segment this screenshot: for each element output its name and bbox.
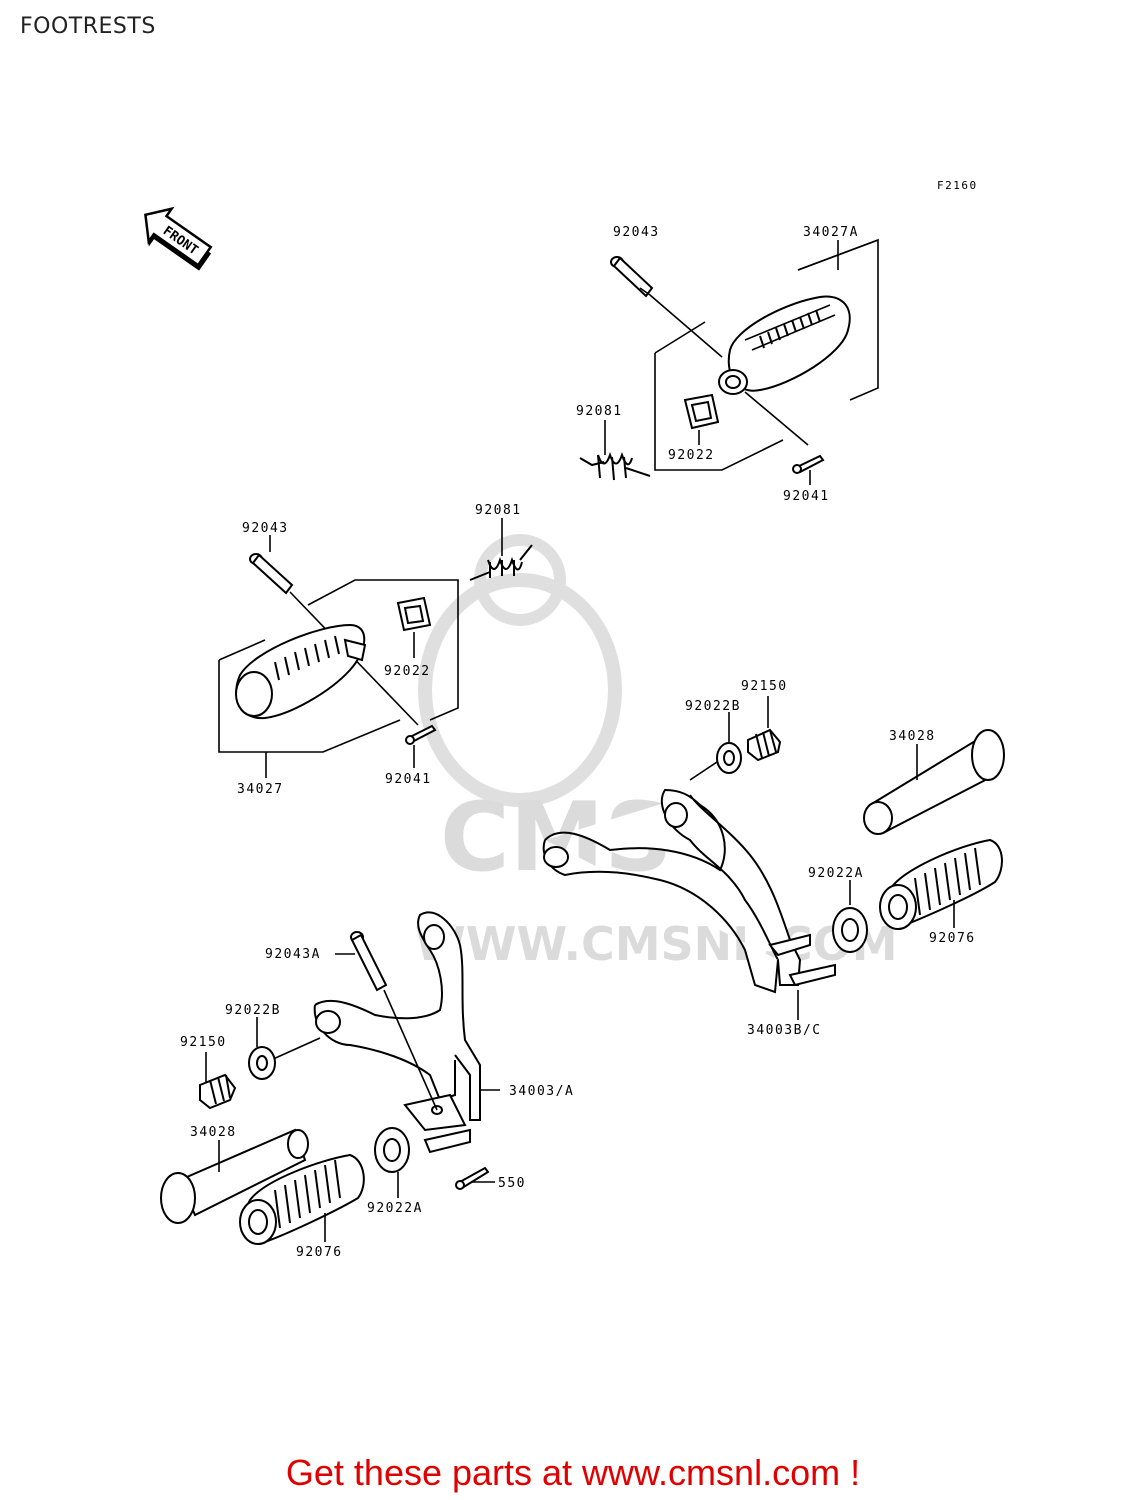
label-34027A: 34027A (803, 225, 859, 240)
label-92150-left: 92150 (180, 1035, 227, 1050)
bracket-34003A (313, 911, 481, 1154)
label-92022A-right: 92022A (808, 866, 864, 881)
label-92022-upper: 92022 (668, 448, 715, 463)
label-92076-left: 92076 (296, 1245, 343, 1260)
footpeg-34027A (718, 295, 851, 395)
label-92022B-left: 92022B (225, 1003, 281, 1018)
cotter-pin-550 (455, 1166, 490, 1190)
label-92043-upper: 92043 (613, 225, 660, 240)
tube-34028-right (863, 729, 1005, 835)
watermark-text: WWW.CMSNL.COM (415, 917, 898, 971)
washer-92022A-right (832, 907, 868, 953)
watermark: CMS WWW.CMSNL.COM (415, 534, 898, 971)
washer-92022B-right (716, 742, 742, 774)
label-92081-upper: 92081 (576, 404, 623, 419)
label-550: 550 (498, 1176, 526, 1191)
label-92022-lower: 92022 (384, 664, 431, 679)
washer-92022A-left (374, 1127, 410, 1173)
front-arrow-icon: FRONT (144, 206, 213, 271)
footpeg-34027 (235, 623, 367, 720)
pin-92043-upper (610, 256, 654, 298)
label-34003A: 34003/A (509, 1084, 574, 1099)
figure-reference: F2160 (937, 179, 978, 192)
label-34027: 34027 (237, 782, 284, 797)
label-34003BC: 34003B/C (747, 1023, 822, 1038)
label-92076-right: 92076 (929, 931, 976, 946)
assembly-34027A (579, 238, 879, 485)
label-92043A: 92043A (265, 947, 321, 962)
spring-92081-lower (469, 544, 533, 581)
label-34028-left: 34028 (190, 1125, 237, 1140)
page-title: FOOTRESTS (20, 14, 156, 39)
washer-92022B-left (248, 1046, 276, 1080)
assembly-34027 (218, 518, 533, 778)
bolt-92150-right (747, 728, 782, 762)
cotter-pin-92041-upper (792, 454, 825, 474)
grip-92076-left (239, 1153, 365, 1245)
label-92022A-left: 92022A (367, 1201, 423, 1216)
label-92043-lower: 92043 (242, 521, 289, 536)
label-92041-upper: 92041 (783, 489, 830, 504)
grip-92076-right (879, 838, 1003, 930)
bolt-92150-left (199, 1073, 237, 1110)
bracket-34003BC (542, 788, 836, 994)
label-92150-right: 92150 (741, 679, 788, 694)
label-34028-right: 34028 (889, 729, 936, 744)
tube-34028-left (160, 1128, 309, 1224)
footer-link[interactable]: Get these parts at www.cmsnl.com ! (285, 1452, 861, 1493)
cotter-pin-92041-lower (405, 724, 437, 745)
label-92041-lower: 92041 (385, 772, 432, 787)
spring-92081-upper (579, 451, 651, 481)
label-92022B-right: 92022B (685, 699, 741, 714)
washer-92022-lower (396, 596, 432, 632)
label-92081-lower: 92081 (475, 503, 522, 518)
pin-92043-lower (249, 553, 294, 595)
pin-92043A (350, 931, 388, 992)
washer-92022-upper (683, 393, 720, 430)
